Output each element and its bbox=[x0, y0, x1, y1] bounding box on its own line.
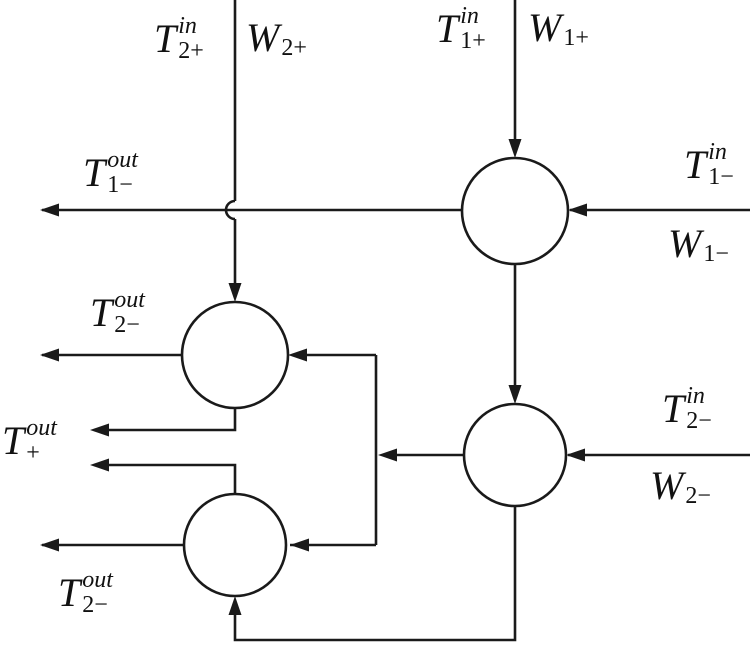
arrow-left-into-branch bbox=[378, 448, 397, 462]
label-sup: out bbox=[114, 287, 145, 313]
label-T1minus-out: T out 1− bbox=[83, 147, 138, 199]
label-sup: out bbox=[107, 147, 138, 173]
label-sup: out bbox=[26, 415, 57, 441]
label-scripts: in 1− bbox=[708, 139, 734, 191]
label-sup: in bbox=[708, 139, 727, 165]
node-exchanger-2 bbox=[180, 300, 290, 410]
label-T2minus-out-lower: T out 2− bbox=[58, 567, 113, 619]
arrow-down-into-node3 bbox=[508, 385, 522, 404]
arrow-left-into-node2 bbox=[288, 348, 307, 362]
line-node3-feedback-to-node4 bbox=[233, 506, 517, 642]
label-base: T bbox=[90, 290, 113, 336]
label-sub: 2+ bbox=[281, 35, 307, 61]
label-base: T bbox=[154, 16, 177, 62]
arrow-up-into-node4 bbox=[228, 596, 242, 615]
label-base: W bbox=[668, 221, 702, 266]
label-T2minus-in: T in 2− bbox=[662, 383, 712, 435]
exchanger-nodes bbox=[180, 156, 570, 598]
arrow-left-into-node1 bbox=[568, 203, 587, 217]
line-tplus-outlet-lower bbox=[94, 463, 237, 494]
label-W1plus: W 1+ bbox=[528, 5, 589, 51]
node-exchanger-3 bbox=[462, 402, 568, 508]
label-W1minus: W 1− bbox=[668, 221, 729, 267]
arrow-left-tplus-out-lower bbox=[90, 458, 109, 472]
label-scripts: in 2− bbox=[686, 383, 712, 435]
label-sub: 1+ bbox=[460, 28, 486, 55]
node-exchanger-4 bbox=[182, 492, 288, 598]
label-sup: in bbox=[460, 3, 479, 29]
label-base: W bbox=[528, 5, 562, 50]
label-scripts: in 1+ bbox=[460, 3, 486, 55]
label-sub: + bbox=[26, 440, 40, 467]
label-sup: out bbox=[82, 567, 113, 593]
arrow-left-into-node4 bbox=[290, 538, 309, 552]
flow-lines bbox=[42, 0, 750, 642]
label-T2plus-in: T in 2+ bbox=[154, 13, 204, 65]
label-T1plus-in: T in 1+ bbox=[436, 3, 486, 55]
label-base: T bbox=[2, 418, 25, 464]
label-scripts: out 2− bbox=[114, 287, 145, 339]
label-scripts: out 1− bbox=[107, 147, 138, 199]
arrow-down-into-node2 bbox=[228, 283, 242, 302]
arrow-left-tplus-out-upper bbox=[90, 423, 109, 437]
label-sub: 2− bbox=[686, 408, 712, 435]
line-tplus-outlet-upper bbox=[94, 408, 237, 432]
label-base: T bbox=[684, 142, 707, 188]
label-sub: 1− bbox=[107, 172, 133, 199]
node-exchanger-1 bbox=[460, 156, 570, 266]
arrow-left-t2minus-out-lower bbox=[40, 538, 59, 552]
label-base: W bbox=[650, 463, 684, 508]
label-sub: 2− bbox=[685, 483, 711, 509]
label-sub: 2+ bbox=[178, 38, 204, 65]
flow-arrowheads bbox=[40, 139, 587, 615]
label-base: T bbox=[436, 6, 459, 52]
label-sub: 1− bbox=[703, 241, 729, 267]
arrow-down-into-node1 bbox=[508, 139, 522, 158]
label-sub: 2− bbox=[114, 312, 140, 339]
label-T2minus-out-upper: T out 2− bbox=[90, 287, 145, 339]
label-base: T bbox=[58, 570, 81, 616]
label-Tplus-out: T out + bbox=[2, 415, 57, 467]
arrow-left-t2minus-out-upper bbox=[40, 348, 59, 362]
label-scripts: out 2− bbox=[82, 567, 113, 619]
line-crossover-hop bbox=[224, 199, 236, 221]
label-W2plus: W 2+ bbox=[246, 15, 307, 61]
label-scripts: in 2+ bbox=[178, 13, 204, 65]
label-sup: in bbox=[178, 13, 197, 39]
label-base: T bbox=[83, 150, 106, 196]
label-sup: in bbox=[686, 383, 705, 409]
arrow-left-into-node3 bbox=[566, 448, 585, 462]
label-sub: 1+ bbox=[563, 25, 589, 51]
label-T1minus-in: T in 1− bbox=[684, 139, 734, 191]
label-sub: 1− bbox=[708, 164, 734, 191]
label-W2minus: W 2− bbox=[650, 463, 711, 509]
label-base: T bbox=[662, 386, 685, 432]
label-base: W bbox=[246, 15, 280, 60]
arrow-left-t1minus-out bbox=[40, 203, 59, 217]
label-sub: 2− bbox=[82, 592, 108, 619]
label-scripts: out + bbox=[26, 415, 57, 467]
